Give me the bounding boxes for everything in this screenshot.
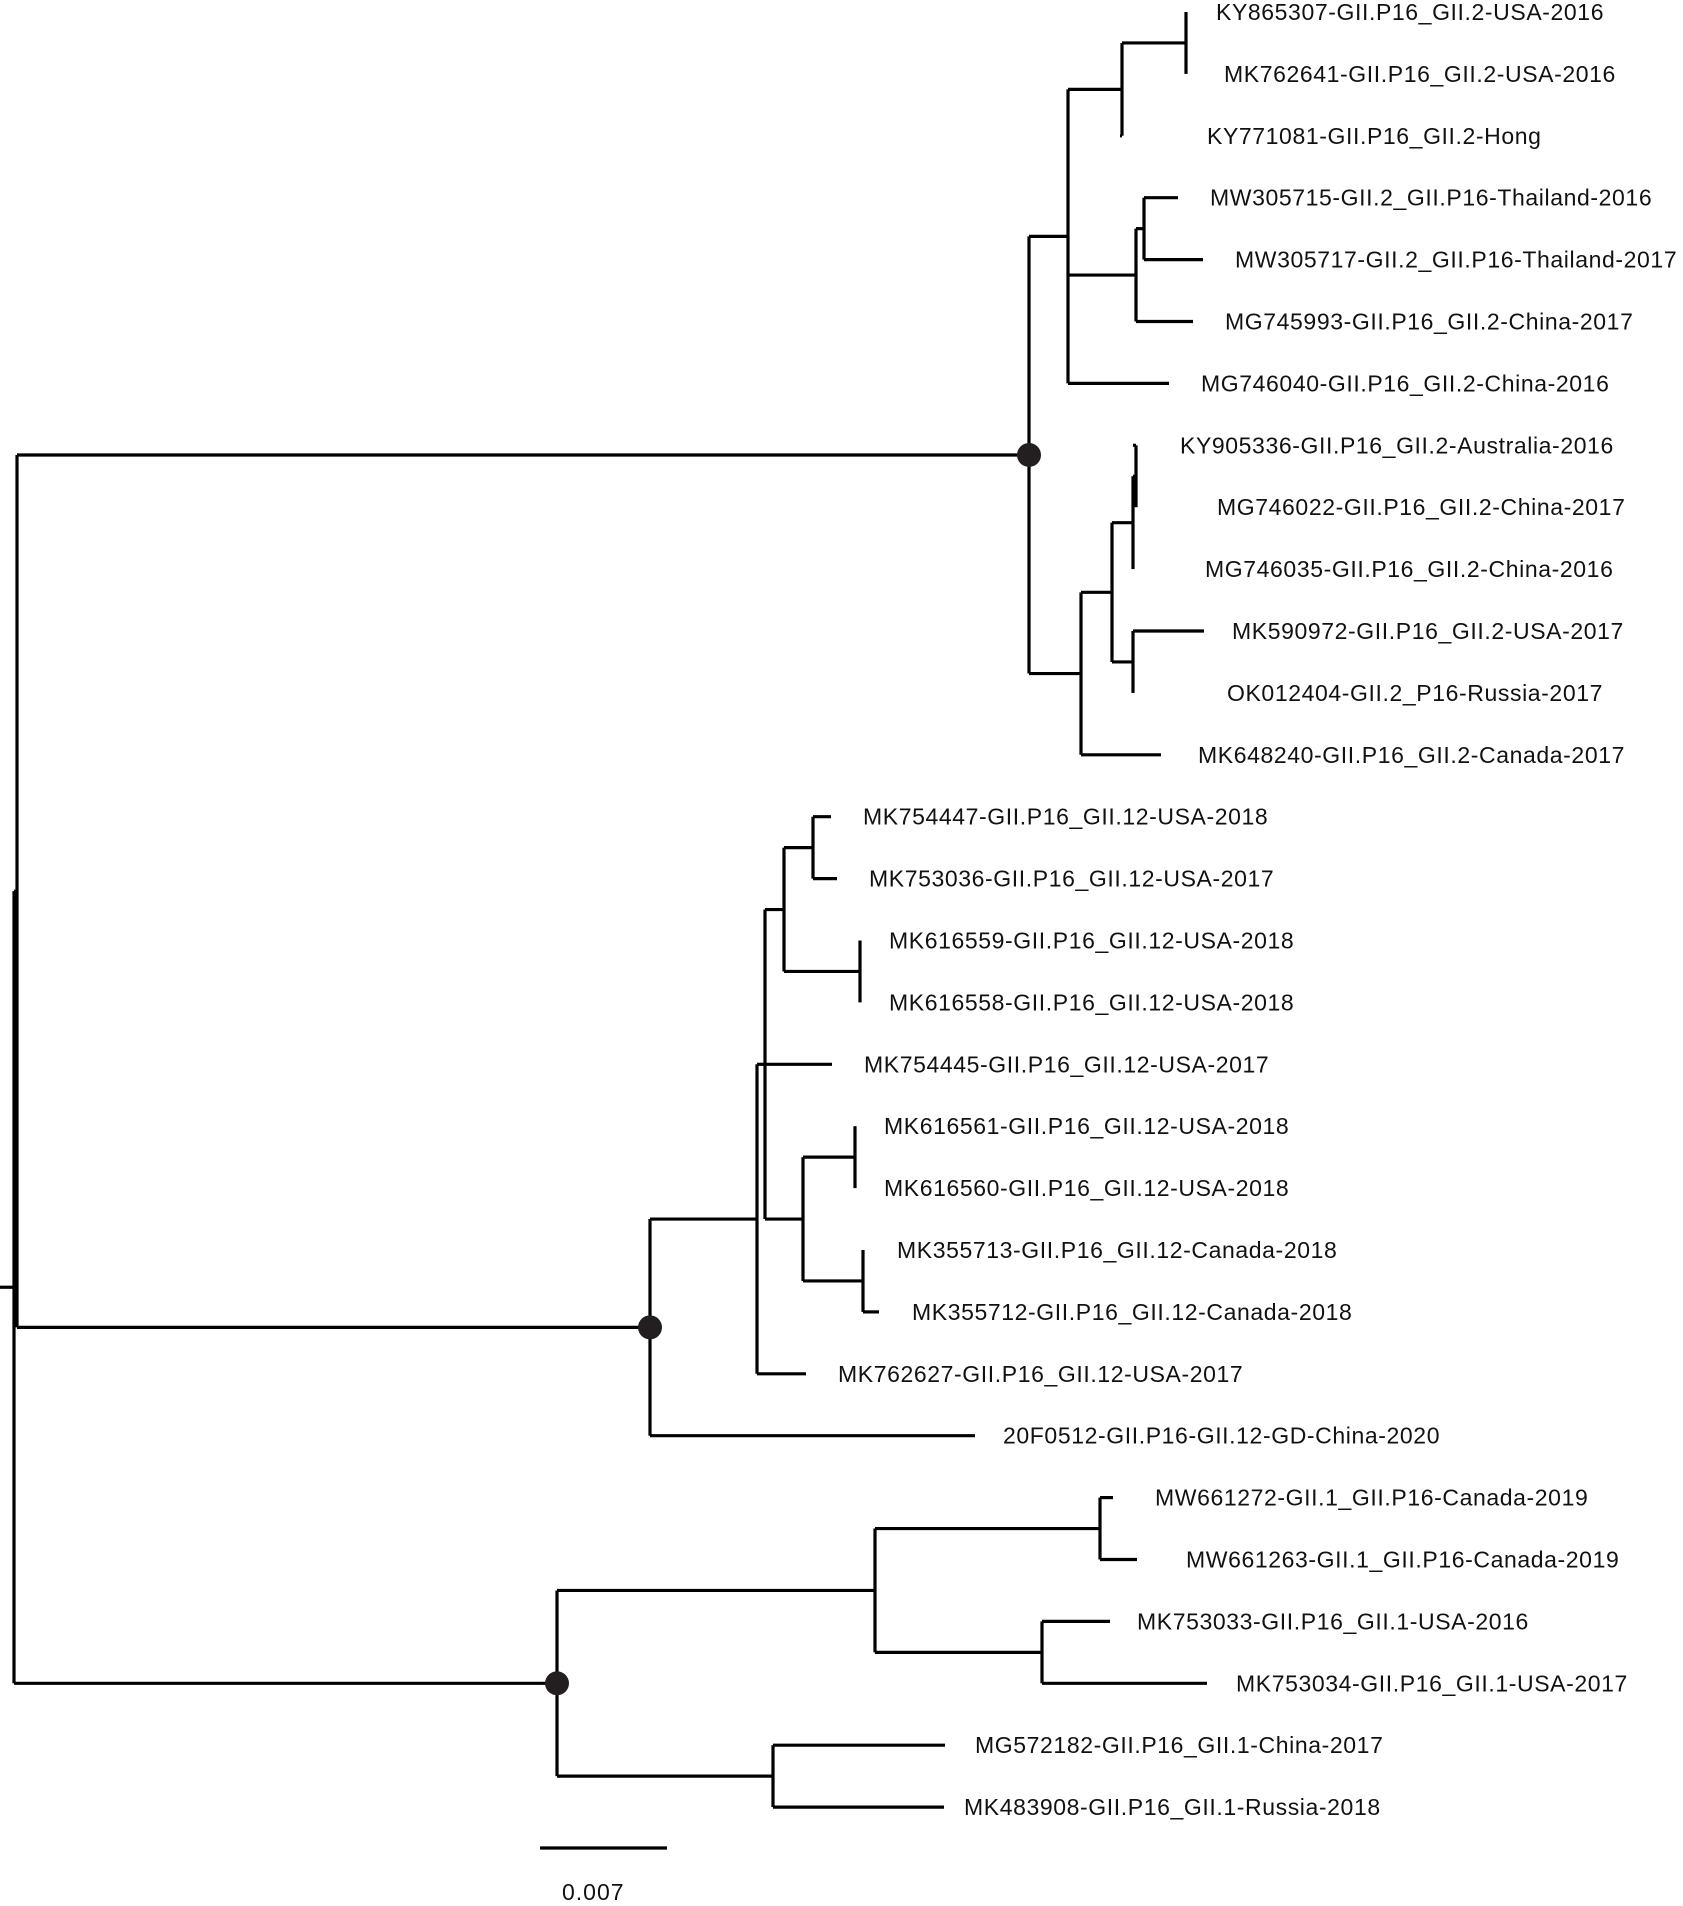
taxon-label: MK616559-GII.P16_GII.12-USA-2018 bbox=[889, 928, 1294, 954]
taxon-label: KY865307-GII.P16_GII.2-USA-2016 bbox=[1216, 0, 1604, 25]
taxon-label: MK590972-GII.P16_GII.2-USA-2017 bbox=[1232, 618, 1624, 644]
tree-branches bbox=[0, 12, 1207, 1809]
taxon-label: MK754445-GII.P16_GII.12-USA-2017 bbox=[864, 1051, 1269, 1077]
taxon-label: MK753033-GII.P16_GII.1-USA-2016 bbox=[1137, 1608, 1529, 1634]
taxon-label: 20F0512-GII.P16-GII.12-GD-China-2020 bbox=[1003, 1423, 1440, 1449]
taxon-label: MG745993-GII.P16_GII.2-China-2017 bbox=[1225, 309, 1633, 335]
taxon-label: MW661263-GII.1_GII.P16-Canada-2019 bbox=[1186, 1547, 1619, 1573]
taxon-label: MW305717-GII.2_GII.P16-Thailand-2017 bbox=[1235, 247, 1677, 273]
scale-bar: 0.007 bbox=[540, 1846, 667, 1905]
taxon-label: MG572182-GII.P16_GII.1-China-2017 bbox=[975, 1732, 1383, 1758]
clade-node-marker bbox=[638, 1315, 662, 1340]
clade-node-marker bbox=[1017, 442, 1041, 467]
taxon-label: KY905336-GII.P16_GII.2-Australia-2016 bbox=[1180, 432, 1614, 458]
taxon-label: MK753034-GII.P16_GII.1-USA-2017 bbox=[1236, 1670, 1628, 1696]
taxon-label: MK616560-GII.P16_GII.12-USA-2018 bbox=[884, 1175, 1289, 1201]
taxon-label: KY771081-GII.P16_GII.2-Hong bbox=[1207, 123, 1542, 149]
taxon-label: MW305715-GII.2_GII.P16-Thailand-2016 bbox=[1210, 185, 1652, 211]
taxon-label: MG746022-GII.P16_GII.2-China-2017 bbox=[1217, 494, 1625, 520]
taxon-label: MK754447-GII.P16_GII.12-USA-2018 bbox=[863, 804, 1268, 830]
taxon-label: MK616558-GII.P16_GII.12-USA-2018 bbox=[889, 989, 1294, 1015]
taxon-label: MK762627-GII.P16_GII.12-USA-2017 bbox=[838, 1361, 1243, 1387]
taxon-label: MK483908-GII.P16_GII.1-Russia-2018 bbox=[964, 1794, 1381, 1820]
taxon-label: MK355713-GII.P16_GII.12-Canada-2018 bbox=[897, 1237, 1337, 1263]
taxon-label: MW661272-GII.1_GII.P16-Canada-2019 bbox=[1155, 1485, 1588, 1511]
taxon-label: OK012404-GII.2_P16-Russia-2017 bbox=[1227, 680, 1603, 706]
taxon-label: MK648240-GII.P16_GII.2-Canada-2017 bbox=[1198, 742, 1625, 768]
taxon-label: MK762641-GII.P16_GII.2-USA-2016 bbox=[1224, 61, 1616, 87]
clade-node-marker bbox=[545, 1671, 569, 1696]
taxon-label: MK616561-GII.P16_GII.12-USA-2018 bbox=[884, 1113, 1289, 1139]
taxon-label: MK355712-GII.P16_GII.12-Canada-2018 bbox=[912, 1299, 1352, 1325]
taxon-labels: KY865307-GII.P16_GII.2-USA-2016MK762641-… bbox=[838, 0, 1677, 1820]
taxon-label: MG746040-GII.P16_GII.2-China-2016 bbox=[1201, 370, 1609, 396]
taxon-label: MK753036-GII.P16_GII.12-USA-2017 bbox=[869, 866, 1274, 892]
scale-bar-label: 0.007 bbox=[562, 1879, 625, 1905]
taxon-label: MG746035-GII.P16_GII.2-China-2016 bbox=[1205, 556, 1613, 582]
